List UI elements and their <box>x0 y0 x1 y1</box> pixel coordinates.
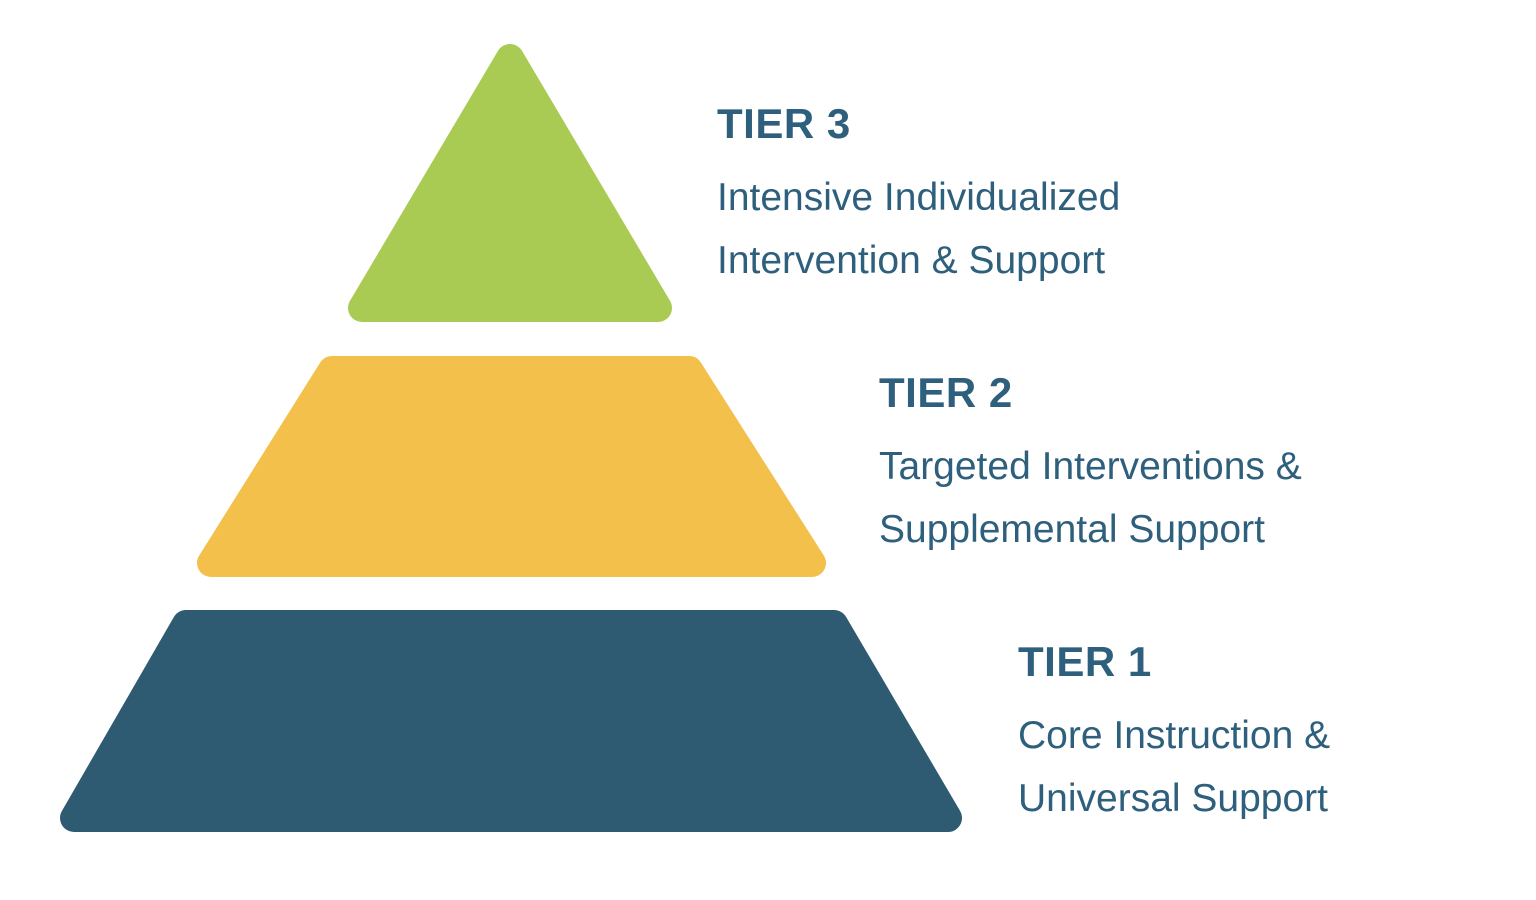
tier1-shape <box>74 624 948 818</box>
tier1-description-line2: Universal Support <box>1018 777 1328 821</box>
tier1-shape-outline <box>60 610 962 832</box>
tier3-shape <box>362 58 658 308</box>
tier3-description-line1: Intensive Individualized <box>717 176 1121 220</box>
tier1-text-block: TIER 1 Core Instruction & Universal Supp… <box>1018 638 1331 830</box>
tier2-shape <box>211 370 812 563</box>
tier1-description-line1: Core Instruction & <box>1018 714 1331 758</box>
tier3-description-line2: Intervention & Support <box>717 239 1106 283</box>
tier3-label: TIER 3 <box>717 100 851 147</box>
tier1-label: TIER 1 <box>1018 638 1152 685</box>
tier3-text-block: TIER 3 Intensive Individualized Interven… <box>717 100 1121 292</box>
tier2-text-block: TIER 2 Targeted Interventions & Suppleme… <box>879 369 1302 561</box>
tier2-label: TIER 2 <box>879 369 1013 416</box>
tier3-shape-outline <box>348 44 672 322</box>
tier2-shape-outline <box>197 356 826 577</box>
tier2-description-line2: Supplemental Support <box>879 508 1265 552</box>
tier2-description-line1: Targeted Interventions & <box>879 445 1302 489</box>
